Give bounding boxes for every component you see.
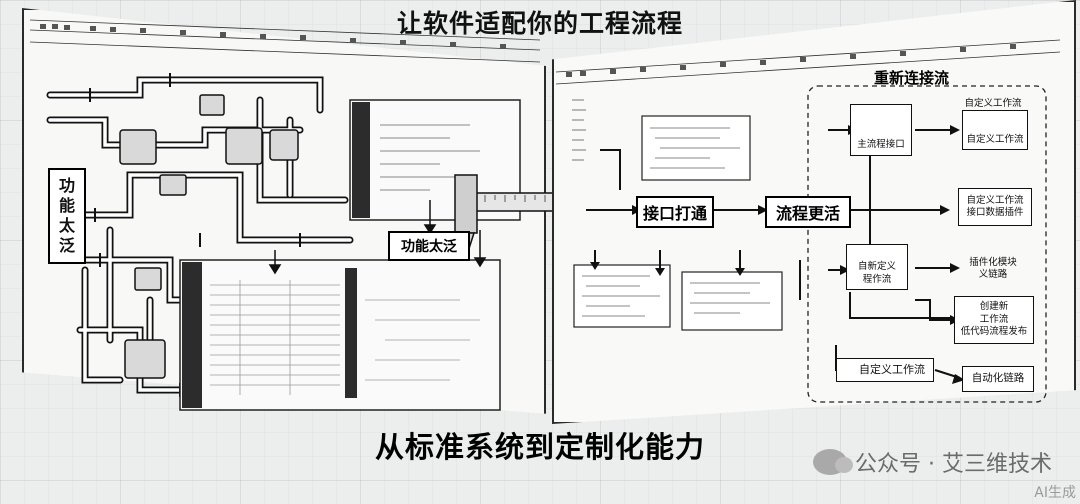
code-doc-right-lines (690, 282, 770, 314)
node-main-interface: 主流程接口 (850, 104, 912, 156)
page-title: 让软件适配你的工程流程 (396, 9, 683, 38)
right-toolbar-icons (566, 44, 1016, 77)
node-custom-workflow-card: 自定义工作流 (962, 110, 1028, 150)
node-redefine-line2: 程作流 (862, 273, 892, 285)
valve-fittings (119, 94, 299, 379)
ai-generated-mark: AI生成 (1034, 485, 1076, 501)
node-custom-workflow-bottom-label: 自定义工作流 (859, 362, 925, 376)
valve-7 (199, 94, 225, 116)
code-doc-right (681, 271, 783, 331)
node-create-line1: 创建新 (979, 301, 1009, 313)
node-automation-chain: 自动化链路 (962, 366, 1034, 392)
code-doc-left-lines (582, 275, 660, 317)
flow-step-agile: 流程更活 (765, 196, 851, 228)
flow-arrowheads (590, 125, 965, 384)
node-plugin-module-line1: 插件化模块 (969, 256, 1017, 268)
node-interface-plugin-line1: 自定义工作流 (966, 194, 1024, 206)
node-custom-workflow-label: 自定义工作流 (958, 96, 1028, 112)
right-toolbar (555, 39, 1061, 85)
node-custom-workflow-bottom: 自定义工作流 (836, 358, 934, 382)
valve-4 (124, 339, 166, 379)
left-box-label: 功能太泛 (388, 231, 470, 261)
watermark-text: 公众号 · 艾三维技术 (855, 452, 1052, 477)
node-plugin-module: 插件化模块 义链路 (960, 252, 1026, 286)
node-interface-plugin-line2: 接口数据插件 (966, 207, 1024, 218)
node-plugin-module-line2: 义链路 (978, 269, 1008, 280)
left-toolbar-icons (40, 24, 506, 49)
wechat-logo-icon (813, 449, 854, 475)
watermark: 公众号 · 艾三维技术 (813, 446, 1052, 478)
valve-2 (225, 127, 263, 165)
node-custom-workflow-card-label: 自定义工作流 (966, 133, 1024, 145)
valve-1 (119, 129, 157, 165)
page-subtitle: 从标准系统到定制化能力 (374, 430, 705, 464)
section-title-reconnect: 重新连接流 (874, 69, 950, 87)
software-window-top-lines (380, 124, 480, 191)
node-create-line3: 低代码流程发布 (960, 326, 1028, 338)
left-vertical-label: 功能太泛 (48, 168, 86, 264)
valve-6 (134, 267, 162, 291)
flow-step-interface: 接口打通 (636, 196, 714, 228)
software-window-bottom-panels (182, 262, 357, 408)
node-redefine-line1: 自新定义 (857, 261, 896, 273)
left-arrows (268, 200, 487, 275)
node-create-line2: 工作流 (979, 313, 1009, 325)
node-custom-workflow-title: 自定义工作流 (964, 97, 1022, 109)
dashed-group-container (807, 85, 1047, 403)
node-create-workflow: 创建新 工作流 低代码流程发布 (954, 296, 1034, 344)
node-redefine-workflow: 自新定义 程作流 (846, 244, 908, 290)
node-main-interface-label: 主流程接口 (857, 138, 905, 150)
valve-5 (159, 174, 187, 196)
right-sidebar-lines (572, 99, 586, 161)
software-window-bottom-table (210, 280, 480, 395)
node-interface-plugin: 自定义工作流 接口数据插件 (958, 188, 1032, 226)
node-automation-chain-label: 自动化链路 (971, 372, 1025, 385)
software-window-top-sidebar (352, 102, 370, 218)
valve-3 (269, 129, 299, 161)
code-doc-top-lines (650, 127, 740, 169)
